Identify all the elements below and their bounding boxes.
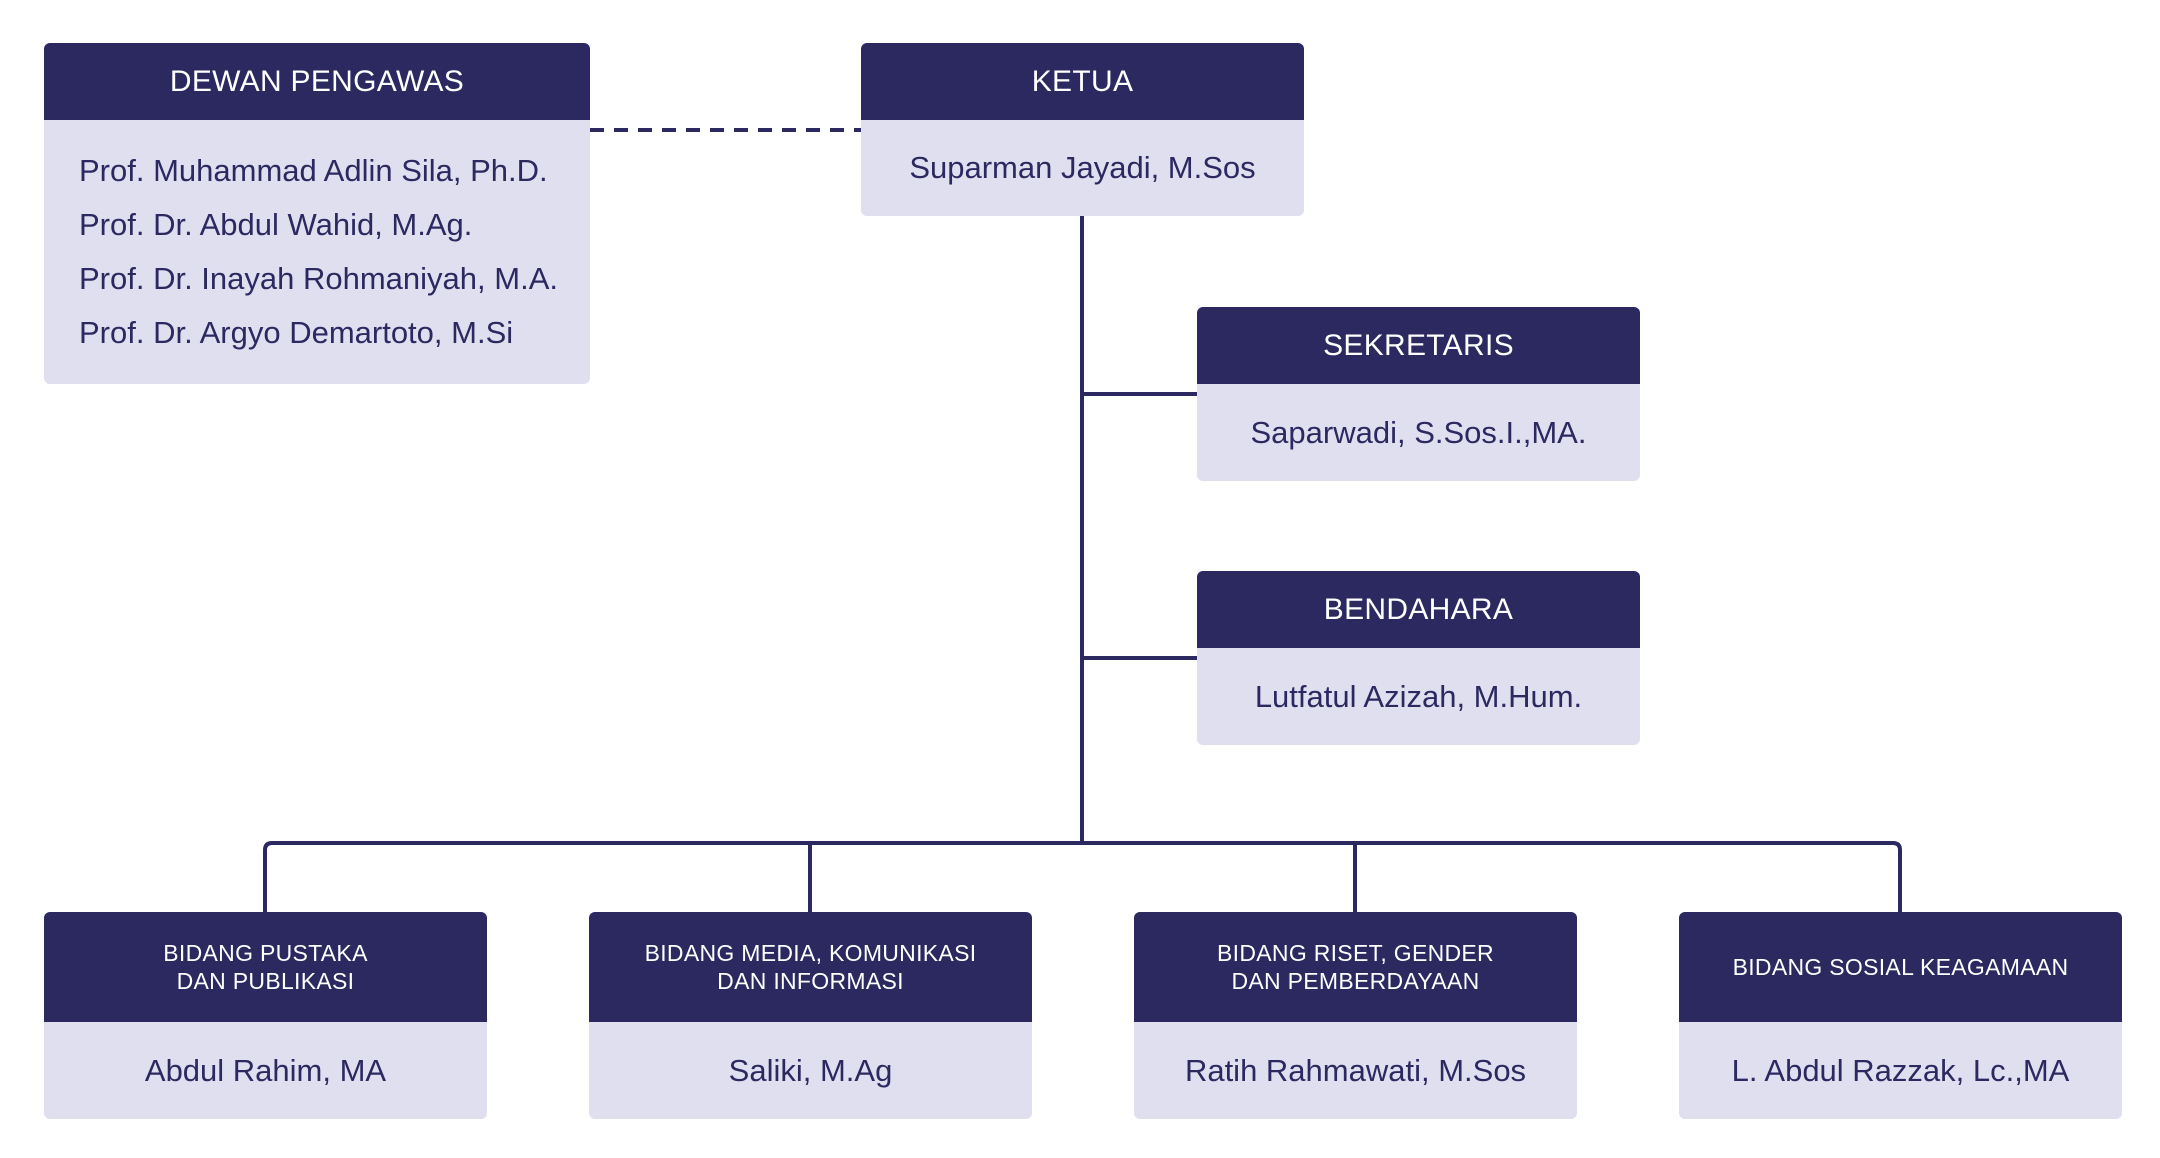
bidang-media-title: BIDANG MEDIA, KOMUNIKASI DAN INFORMASI — [589, 912, 1032, 1022]
sekretaris-title: SEKRETARIS — [1197, 307, 1640, 384]
bidang-sosial-box: BIDANG SOSIAL KEAGAMAAN L. Abdul Razzak,… — [1679, 912, 2122, 1119]
bidang-title-line: DAN INFORMASI — [717, 968, 904, 994]
bidang-media-name: Saliki, M.Ag — [728, 1052, 893, 1088]
dewan-member: Prof. Dr. Abdul Wahid, M.Ag. — [79, 207, 473, 242]
bidang-bus-line — [263, 841, 1902, 912]
bendahara-name: Lutfatul Azizah, M.Hum. — [1254, 678, 1583, 714]
dewan-pengawas-title: DEWAN PENGAWAS — [44, 43, 590, 120]
bidang-media-box: BIDANG MEDIA, KOMUNIKASI DAN INFORMASI S… — [589, 912, 1032, 1119]
bidang-title-line: BIDANG PUSTAKA — [163, 940, 368, 966]
ketua-title: KETUA — [861, 43, 1304, 120]
ketua-name: Suparman Jayadi, M.Sos — [909, 150, 1256, 185]
dewan-member: Prof. Dr. Inayah Rohmaniyah, M.A. — [79, 261, 558, 296]
bidang-pustaka-name: Abdul Rahim, MA — [144, 1052, 387, 1088]
dewan-member: Prof. Muhammad Adlin Sila, Ph.D. — [79, 153, 548, 188]
bidang-pustaka-title: BIDANG PUSTAKA DAN PUBLIKASI — [44, 912, 487, 1022]
dewan-member: Prof. Dr. Argyo Demartoto, M.Si — [79, 315, 514, 350]
dewan-pengawas-members: Prof. Muhammad Adlin Sila, Ph.D. Prof. D… — [44, 120, 590, 360]
bendahara-box: BENDAHARA Lutfatul Azizah, M.Hum. — [1197, 571, 1640, 745]
bidang-title-line: BIDANG MEDIA, KOMUNIKASI — [644, 940, 977, 966]
ketua-box: KETUA Suparman Jayadi, M.Sos — [861, 43, 1304, 216]
bidang-title-line: BIDANG SOSIAL KEAGAMAAN — [1732, 954, 2069, 980]
bidang-title-line: DAN PUBLIKASI — [176, 968, 355, 994]
bidang-riset-title: BIDANG RISET, GENDER DAN PEMBERDAYAAN — [1134, 912, 1577, 1022]
bidang-riset-box: BIDANG RISET, GENDER DAN PEMBERDAYAAN Ra… — [1134, 912, 1577, 1119]
bidang-riset-name: Ratih Rahmawati, M.Sos — [1184, 1052, 1527, 1088]
dewan-pengawas-box: DEWAN PENGAWAS Prof. Muhammad Adlin Sila… — [44, 43, 590, 384]
bendahara-title: BENDAHARA — [1197, 571, 1640, 648]
bidang-pustaka-box: BIDANG PUSTAKA DAN PUBLIKASI Abdul Rahim… — [44, 912, 487, 1119]
bidang-title-line: BIDANG RISET, GENDER — [1217, 940, 1494, 966]
bidang-title-line: DAN PEMBERDAYAAN — [1231, 968, 1480, 994]
bidang-sosial-title: BIDANG SOSIAL KEAGAMAAN — [1679, 912, 2122, 1022]
sekretaris-box: SEKRETARIS Saparwadi, S.Sos.I.,MA. — [1197, 307, 1640, 481]
bidang-sosial-name: L. Abdul Razzak, Lc.,MA — [1731, 1052, 2070, 1088]
sekretaris-name: Saparwadi, S.Sos.I.,MA. — [1250, 414, 1587, 450]
